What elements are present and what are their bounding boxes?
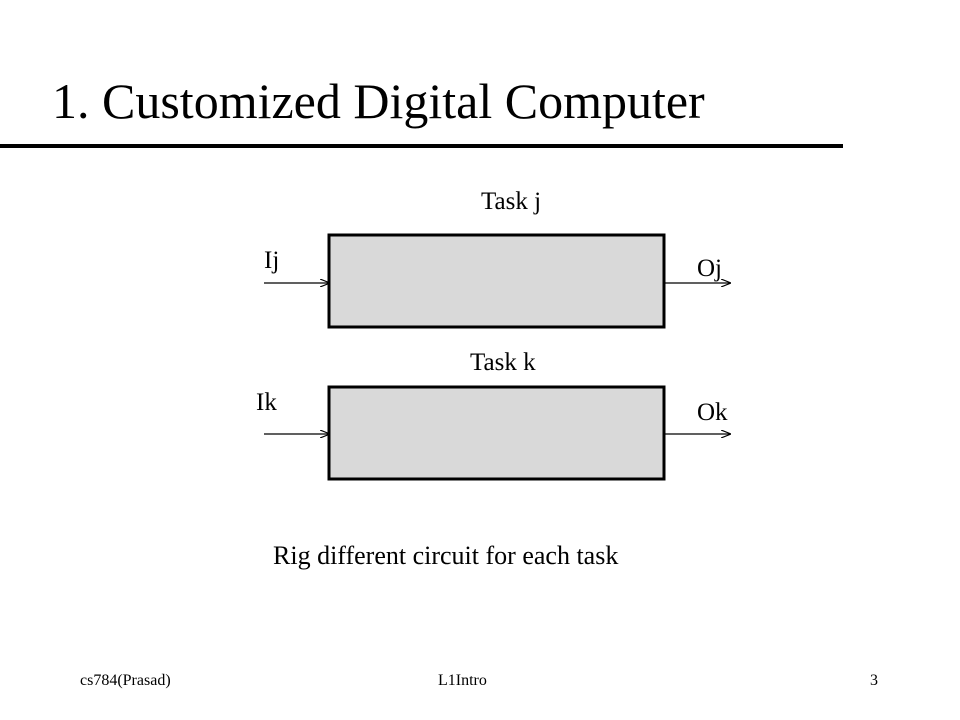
task-k-output-label: Ok xyxy=(697,399,728,426)
task-j-output-label: Oj xyxy=(697,255,722,282)
task-k-label: Task k xyxy=(470,349,536,376)
slide-title: 1. Customized Digital Computer xyxy=(52,73,705,129)
task-k-block xyxy=(327,385,666,481)
title-underline xyxy=(0,144,843,148)
task-j-input-label: Ij xyxy=(264,247,280,274)
footer-lecture: L1Intro xyxy=(438,672,487,689)
task-j-label: Task j xyxy=(481,188,542,215)
task-j-block xyxy=(327,233,666,329)
diagram-caption: Rig different circuit for each task xyxy=(273,541,619,570)
task-k-input-label: Ik xyxy=(256,389,277,416)
footer-course: cs784(Prasad) xyxy=(80,672,171,689)
footer-page-number: 3 xyxy=(870,672,878,689)
